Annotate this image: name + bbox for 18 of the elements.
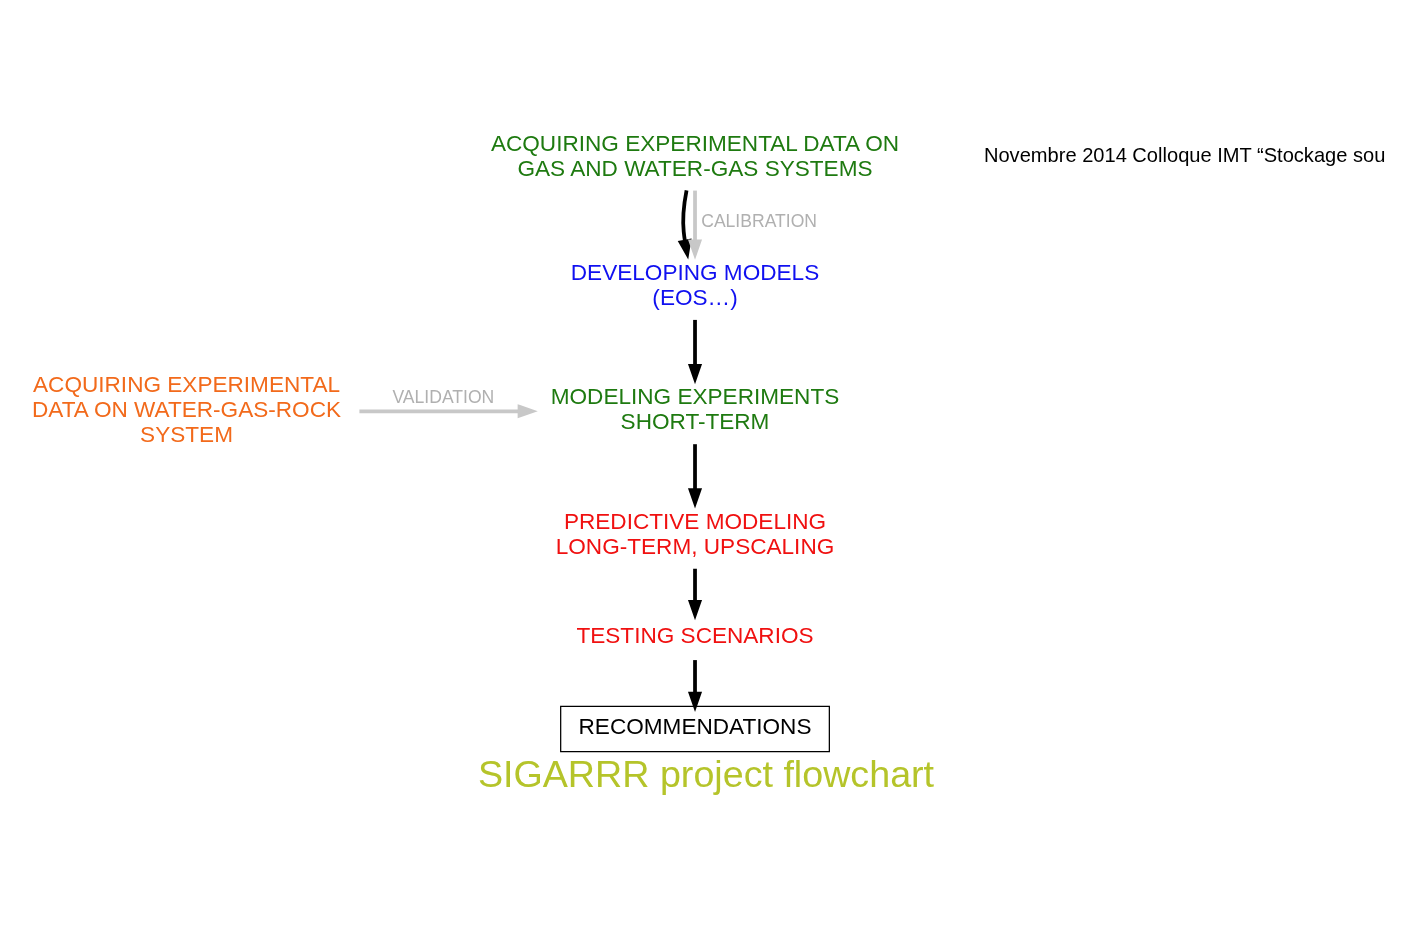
arrow: [687, 190, 703, 260]
node-box: RECOMMENDATIONS: [560, 705, 830, 753]
edge-label: CALIBRATION: [701, 210, 818, 231]
arrow: [677, 190, 692, 260]
node-text: MODELING EXPERIMENTS SHORT-TERM: [550, 384, 840, 435]
node-text: PREDICTIVE MODELING LONG-TERM, UPSCALING: [555, 508, 835, 559]
arrow: [687, 444, 703, 509]
node-text: DEVELOPING MODELS (EOS…): [570, 259, 820, 311]
arrow: [687, 319, 703, 385]
caption: SIGARRR project flowchart: [477, 752, 935, 795]
node-text: ACQUIRING EXPERIMENTAL DATA ON WATER-GAS-ROCK SYSTEM: [32, 371, 342, 447]
node-text: ACQUIRING EXPERIMENTAL DATA ON GAS AND WATER-GAS SYSTEMS: [490, 130, 900, 181]
arrow: [687, 660, 703, 712]
label: Novembre 2014 Colloque IMT “Stockage sou: [983, 144, 1386, 167]
edge-label: VALIDATION: [392, 386, 495, 407]
arrow: [687, 568, 703, 621]
node-text: TESTING SCENARIOS: [576, 622, 814, 648]
arrow: [359, 404, 538, 419]
